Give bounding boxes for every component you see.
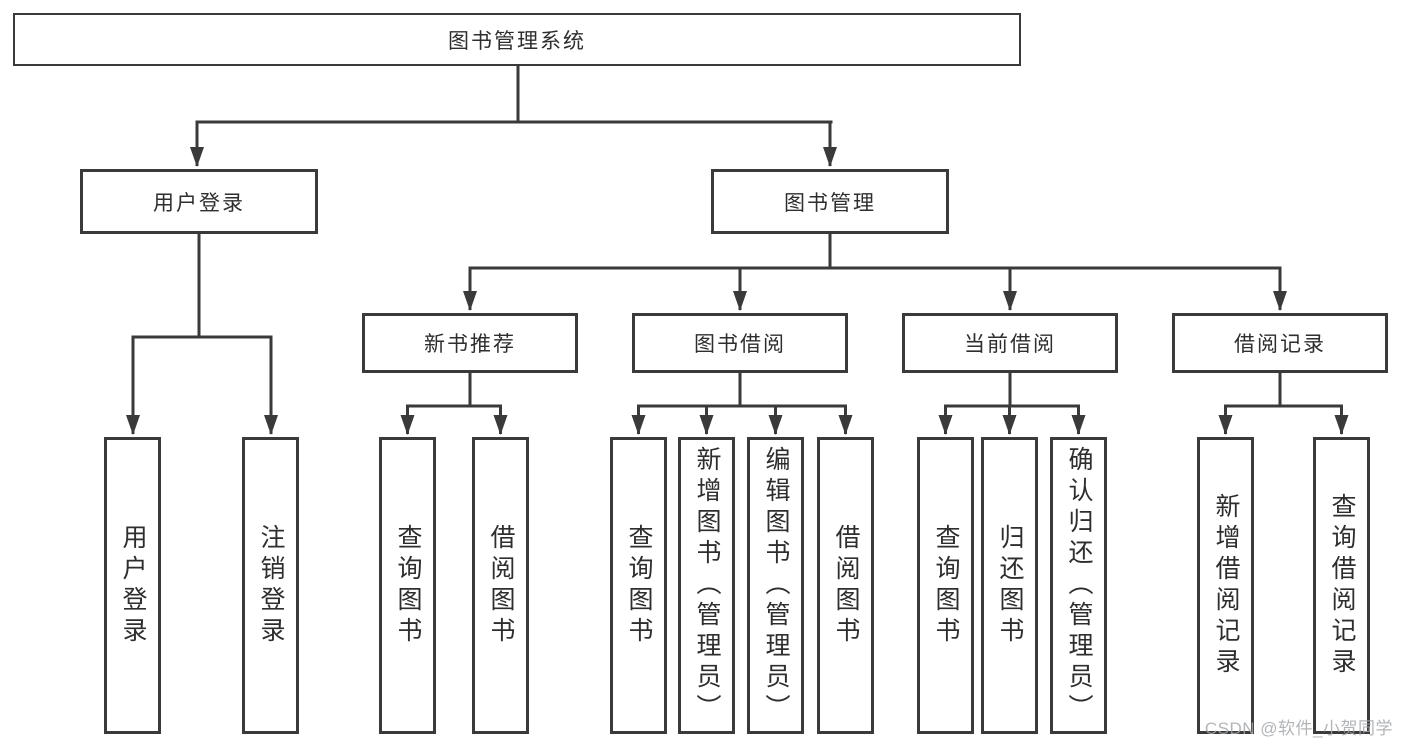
leaf-records-query-record-label: 查询借阅记录 [1328, 492, 1356, 679]
leaf-current-query-books-label: 查询图书 [932, 523, 960, 648]
node-user-login: 用户登录 [80, 169, 318, 234]
node-book-management-label: 图书管理 [784, 191, 876, 215]
leaf-records-add-record-label: 新增借阅记录 [1212, 492, 1240, 679]
leaf-borrow-query-books-label: 查询图书 [625, 523, 653, 648]
node-current-borrow: 当前借阅 [902, 313, 1118, 373]
leaf-current-return-books: 归还图书 [981, 437, 1038, 734]
leaf-current-query-books: 查询图书 [917, 437, 974, 734]
leaf-records-query-record: 查询借阅记录 [1313, 437, 1370, 734]
node-new-book-recommend-label: 新书推荐 [424, 333, 516, 356]
leaf-current-confirm-return-admin: 确认归还（管理员） [1050, 437, 1107, 734]
csdn-watermark: CSDN @软件_小贺同学 [1204, 719, 1393, 738]
leaf-logout: 注销登录 [242, 437, 299, 734]
leaf-user-login-label: 用户登录 [119, 523, 147, 648]
leaf-recommend-borrow-books-label: 借阅图书 [487, 523, 515, 648]
node-library-system-label: 图书管理系统 [448, 29, 586, 53]
leaf-borrow-query-books: 查询图书 [610, 437, 667, 734]
leaf-current-confirm-return-admin-label: 确认归还（管理员） [1065, 446, 1093, 725]
node-current-borrow-label: 当前借阅 [964, 333, 1056, 356]
leaf-borrow-borrow-books: 借阅图书 [817, 437, 874, 734]
node-new-book-recommend: 新书推荐 [362, 313, 578, 373]
leaf-borrow-edit-books-admin-label: 编辑图书（管理员） [762, 446, 790, 725]
leaf-borrow-add-books-admin-label: 新增图书（管理员） [693, 446, 721, 725]
node-borrow-records: 借阅记录 [1172, 313, 1388, 373]
node-user-login-label: 用户登录 [153, 191, 245, 215]
leaf-recommend-query-books: 查询图书 [379, 437, 436, 734]
leaf-borrow-borrow-books-label: 借阅图书 [832, 523, 860, 648]
leaf-recommend-query-books-label: 查询图书 [394, 523, 422, 648]
leaf-records-add-record: 新增借阅记录 [1197, 437, 1254, 734]
node-borrow-records-label: 借阅记录 [1234, 333, 1326, 356]
leaf-user-login: 用户登录 [104, 437, 161, 734]
leaf-recommend-borrow-books: 借阅图书 [472, 437, 529, 734]
leaf-borrow-edit-books-admin: 编辑图书（管理员） [747, 437, 804, 734]
leaf-current-return-books-label: 归还图书 [996, 523, 1024, 648]
leaf-logout-label: 注销登录 [257, 523, 285, 648]
node-book-borrow: 图书借阅 [632, 313, 848, 373]
node-library-system: 图书管理系统 [13, 13, 1021, 66]
leaf-borrow-add-books-admin: 新增图书（管理员） [678, 437, 735, 734]
node-book-borrow-label: 图书借阅 [694, 333, 786, 356]
node-book-management: 图书管理 [711, 169, 949, 234]
